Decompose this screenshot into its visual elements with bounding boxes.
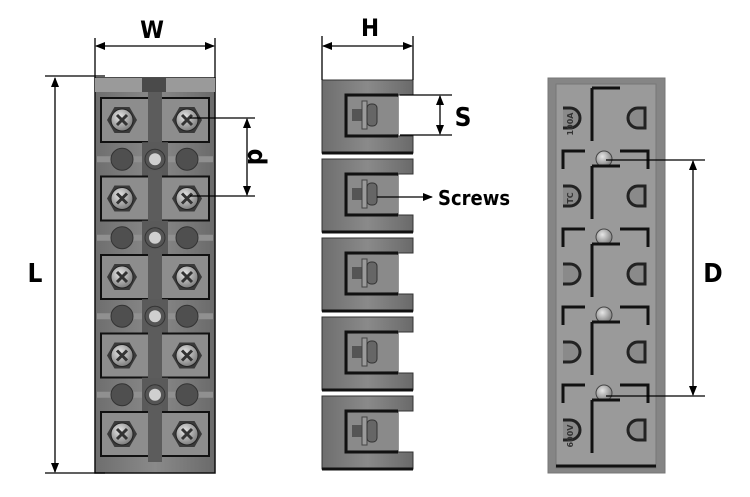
side-slot-outline bbox=[344, 330, 398, 375]
side-screw-washer bbox=[361, 337, 368, 367]
mount-distance-label: D bbox=[703, 259, 722, 289]
mount-hole bbox=[110, 147, 134, 171]
barrier bbox=[148, 406, 162, 462]
screw-cross bbox=[115, 349, 129, 362]
side-slot-outline bbox=[344, 93, 398, 138]
embossed-mark: TC bbox=[566, 192, 575, 203]
rear-channel bbox=[590, 164, 620, 219]
rear-recess-right bbox=[626, 106, 647, 130]
side-screw-head bbox=[366, 419, 378, 443]
side-screw-shank bbox=[352, 346, 362, 358]
screw-icon bbox=[172, 264, 202, 290]
side-screw-head bbox=[366, 340, 378, 364]
side-screw-shank bbox=[352, 267, 362, 279]
side-screw-washer bbox=[361, 258, 368, 288]
barrier bbox=[148, 92, 162, 148]
barrier bbox=[148, 249, 162, 305]
rear-recess-right bbox=[626, 184, 647, 208]
screw-icon bbox=[107, 107, 137, 133]
screw-cross bbox=[115, 192, 129, 205]
rear-cross-channel bbox=[561, 383, 650, 403]
slot-label: S bbox=[455, 103, 472, 133]
height-label: H bbox=[361, 14, 379, 42]
rear-channel bbox=[590, 242, 620, 297]
rear-channel bbox=[590, 86, 620, 141]
mount-hole bbox=[175, 304, 199, 328]
dimension-lines bbox=[45, 36, 705, 474]
barrier bbox=[148, 327, 162, 384]
barrier bbox=[148, 170, 162, 227]
side-screw-head bbox=[366, 103, 378, 127]
side-screw-shank bbox=[352, 425, 362, 437]
side-screw-head bbox=[366, 261, 378, 285]
side-screw-washer bbox=[361, 416, 368, 446]
length-label: L bbox=[28, 259, 43, 289]
screw-cross bbox=[180, 113, 194, 127]
side-view bbox=[321, 79, 414, 471]
screw-cross bbox=[180, 270, 194, 284]
screw-icon bbox=[107, 342, 137, 369]
side-screw-shank bbox=[352, 188, 362, 200]
rear-view bbox=[547, 77, 666, 474]
embossed-current: 100A bbox=[566, 112, 575, 136]
post-center bbox=[149, 153, 161, 166]
screw-cross bbox=[180, 427, 194, 441]
side-slot-outline bbox=[344, 409, 398, 454]
side-section bbox=[321, 158, 414, 234]
mount-hole bbox=[175, 383, 199, 407]
screw-icon bbox=[172, 342, 202, 369]
rear-cross-channel bbox=[561, 227, 650, 247]
screw-icon bbox=[172, 421, 202, 447]
front-view bbox=[94, 77, 216, 474]
mount-hole bbox=[175, 226, 199, 250]
side-slot-outline bbox=[344, 251, 398, 296]
screw-cross bbox=[180, 349, 194, 362]
rear-recess-left bbox=[563, 340, 582, 364]
side-screw-head bbox=[366, 182, 378, 206]
screw-icon bbox=[107, 264, 137, 290]
pitch-label: p bbox=[239, 149, 269, 166]
side-section bbox=[321, 79, 414, 155]
rear-channel bbox=[590, 320, 620, 375]
screw-icon bbox=[107, 185, 137, 212]
mount-hole bbox=[110, 226, 134, 250]
side-section bbox=[321, 237, 414, 313]
screw-cross bbox=[115, 270, 129, 284]
rear-recess-left bbox=[563, 106, 582, 130]
rear-recess-right bbox=[626, 418, 647, 442]
rear-channel bbox=[590, 398, 620, 453]
rear-recess-left bbox=[563, 184, 582, 208]
rear-cross-channel bbox=[561, 149, 650, 169]
screw-icon bbox=[172, 107, 202, 133]
screw-icon bbox=[172, 185, 202, 212]
rear-recess-right bbox=[626, 340, 647, 364]
screws-label: Screws bbox=[438, 186, 510, 210]
side-screw-washer bbox=[361, 179, 368, 209]
width-label: W bbox=[140, 16, 164, 44]
rear-cross-channel bbox=[561, 305, 650, 325]
post-center bbox=[149, 388, 161, 401]
embossed-voltage: 600V bbox=[566, 424, 575, 448]
side-section bbox=[321, 395, 414, 471]
screw-cross bbox=[115, 113, 129, 127]
screw-cross bbox=[115, 427, 129, 441]
screw-cross bbox=[180, 192, 194, 205]
mount-hole bbox=[110, 383, 134, 407]
side-section bbox=[321, 316, 414, 392]
mount-hole bbox=[110, 304, 134, 328]
side-screw-shank bbox=[352, 109, 362, 121]
post-center bbox=[149, 310, 161, 323]
side-screw-washer bbox=[361, 100, 368, 130]
mount-hole bbox=[175, 147, 199, 171]
screw-icon bbox=[107, 421, 137, 447]
rear-recess-right bbox=[626, 262, 647, 286]
post-center bbox=[149, 231, 161, 244]
side-slot-outline bbox=[344, 172, 398, 217]
front-top-key bbox=[142, 78, 166, 92]
rear-recess-left bbox=[563, 418, 582, 442]
rear-recess-left bbox=[563, 262, 582, 286]
